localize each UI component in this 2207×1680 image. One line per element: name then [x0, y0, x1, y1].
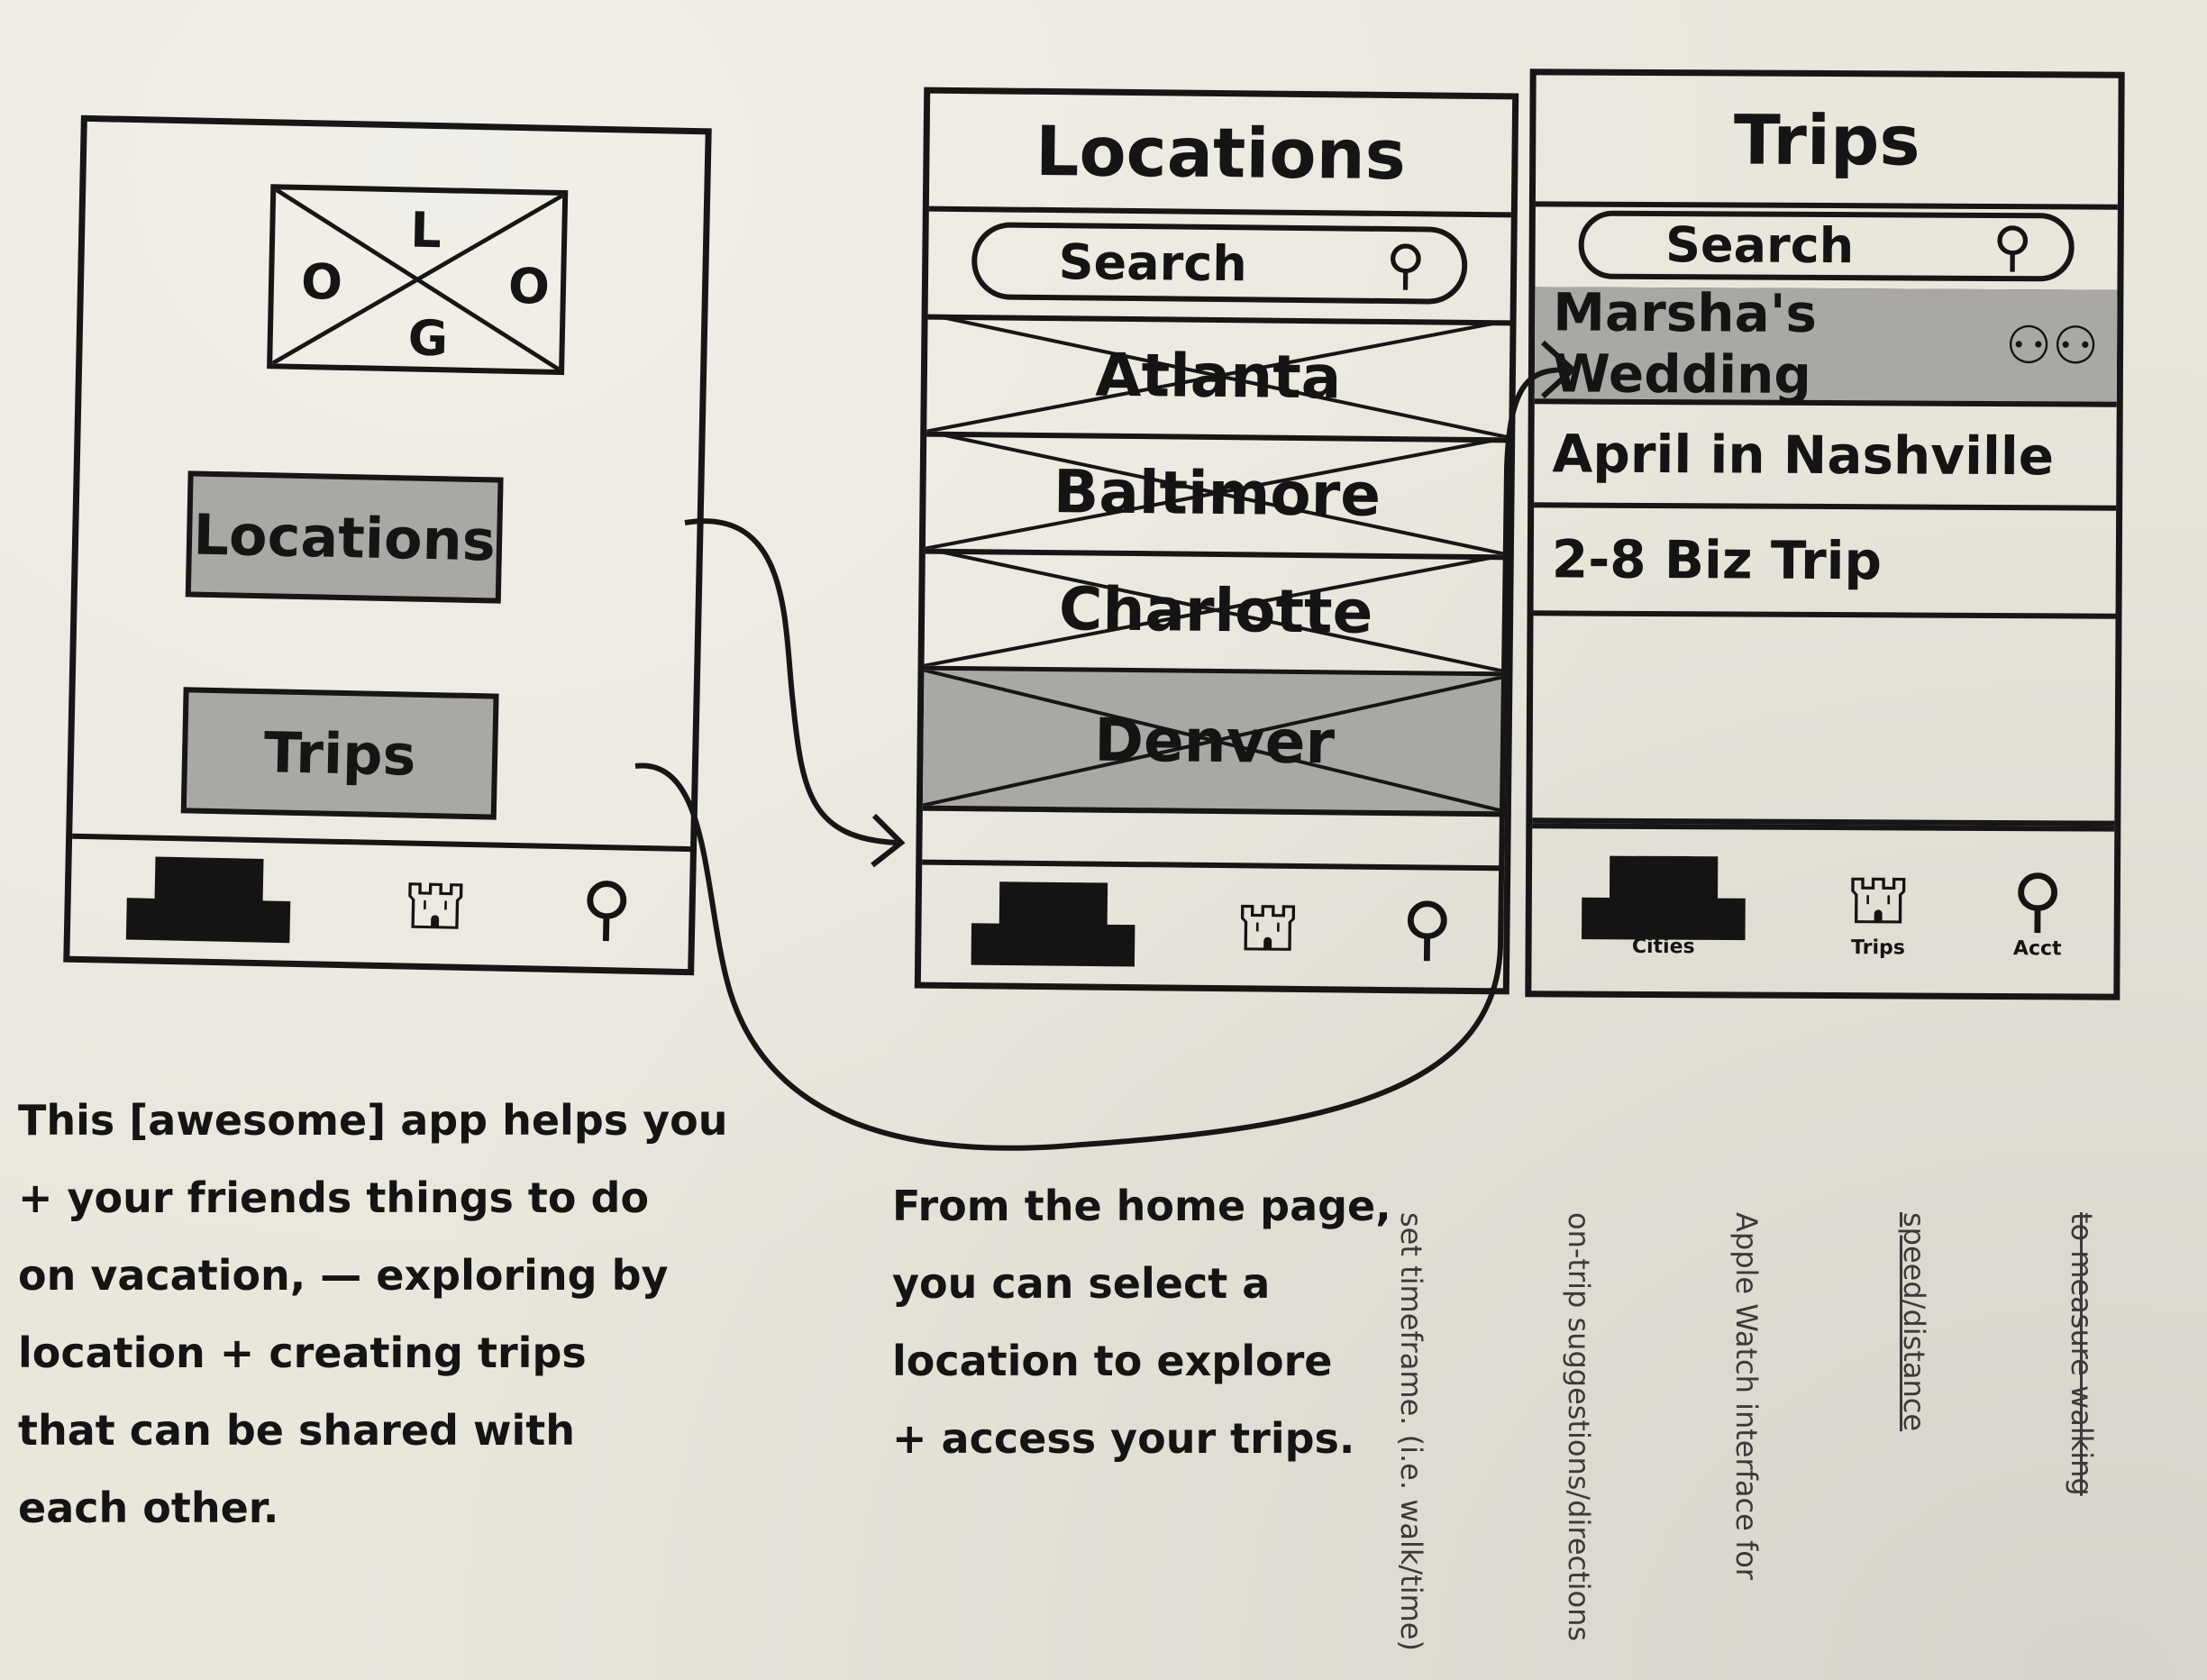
search-placeholder: Search [1664, 216, 1855, 275]
tab-trips[interactable]: ⛫ [1235, 886, 1301, 968]
trip-label: April in Nashville [1552, 422, 2055, 487]
trip-empty-row [1532, 616, 2116, 826]
logo-letter-o-left: O [300, 252, 343, 311]
person-icon: ⚲ [579, 867, 634, 950]
luggage-icon: ⛫ [1235, 886, 1301, 968]
tab-label-trips: Trips [1851, 936, 1905, 959]
trip-item-marshas-wedding[interactable]: Marsha's Wedding ⚇⚇ [1534, 281, 2118, 407]
arrow-head-locations [871, 813, 906, 868]
search-placeholder: Search [1058, 233, 1248, 292]
home-page-note: From the home page, you can select a loc… [892, 1182, 1391, 1463]
trips-search-input[interactable]: Search ⚲ [1578, 210, 2075, 281]
tab-account[interactable]: ⚲ [579, 867, 634, 950]
side-note-line-3: Apple Watch interface for [1729, 1212, 1764, 1580]
trip-label: 2-8 Biz Trip [1551, 528, 1883, 592]
location-item-charlotte[interactable]: Charlotte [924, 548, 1508, 678]
tab-account[interactable]: ⚲ [1400, 888, 1454, 970]
location-label: Denver [1093, 705, 1336, 777]
logo-placeholder: L O O G [267, 184, 569, 376]
city-icon: ▟█▙ [1582, 857, 1746, 940]
search-icon: ⚲ [1385, 233, 1427, 297]
luggage-icon: ⛫ [402, 863, 469, 946]
trips-screen: Trips Search ⚲ Marsha's Wedding ⚇⚇ April… [1525, 68, 2125, 1000]
app-description-note: This [awesome] app helps you + your frie… [18, 1096, 728, 1532]
tab-trips[interactable]: ⛫ Trips [1846, 858, 1911, 959]
luggage-icon: ⛫ [1846, 858, 1911, 941]
person-icon: ⚲ [1400, 888, 1454, 970]
tab-bar: ▟█▙ Cities ⛫ Trips ⚲ Acct [1531, 823, 2115, 994]
tab-bar: ▟█▙ ⛫ ⚲ [69, 833, 691, 970]
city-icon: ▟█▙ [126, 858, 291, 943]
locations-button[interactable]: Locations [185, 470, 504, 604]
tab-cities[interactable]: ▟█▙ Cities [1582, 857, 1746, 958]
locations-search-input[interactable]: Search ⚲ [971, 222, 1468, 305]
side-note-line-1: to measure walking [2065, 1212, 2099, 1496]
tab-bar: ▟█▙ ⛫ ⚲ [920, 859, 1505, 989]
home-screen: L O O G Locations Trips ▟█▙ ⛫ ⚲ [63, 114, 712, 976]
logo-letter-l: L [409, 201, 442, 260]
tab-cities[interactable]: ▟█▙ [971, 883, 1135, 967]
logo-letter-o-right: O [507, 257, 551, 315]
tab-account[interactable]: ⚲ Acct [2011, 859, 2064, 960]
city-icon: ▟█▙ [971, 883, 1135, 967]
tab-trips[interactable]: ⛫ [402, 863, 469, 946]
location-label: Atlanta [1095, 340, 1342, 412]
location-item-atlanta[interactable]: Atlanta [926, 314, 1510, 443]
location-label: Charlotte [1058, 573, 1373, 647]
watch-interface-notes: to measure walking speed/distance Apple … [1394, 1212, 2207, 1651]
location-item-baltimore[interactable]: Baltimore [925, 431, 1509, 561]
trip-label: Marsha's Wedding [1552, 281, 1818, 406]
location-item-denver[interactable]: Denver [922, 670, 1507, 817]
locations-search-row: Search ⚲ [927, 205, 1511, 326]
locations-title: Locations [928, 93, 1513, 218]
side-note-line-5: set timeframe. (i.e. walk/time) [1394, 1212, 1428, 1651]
tab-label-cities: Cities [1631, 935, 1695, 958]
locations-screen: Locations Search ⚲ Atlanta Baltimore Cha… [914, 87, 1519, 995]
arrow-locations-to-list [684, 518, 898, 845]
trip-item-april-in-nashville[interactable]: April in Nashville [1534, 404, 2117, 511]
person-icon: ⚲ [2011, 859, 2064, 941]
logo-cross-icon [272, 189, 563, 370]
logo-letter-g: G [407, 309, 449, 368]
location-label: Baltimore [1053, 456, 1382, 530]
shared-group-icon: ⚇⚇ [2004, 315, 2100, 377]
trips-title: Trips [1535, 75, 2119, 210]
side-note-line-4: on-trip suggestions/directions [1562, 1212, 1596, 1642]
search-icon: ⚲ [1993, 215, 2033, 278]
tab-cities[interactable]: ▟█▙ [126, 858, 291, 943]
side-note-line-2: speed/distance [1897, 1212, 1931, 1432]
tab-label-account: Acct [2012, 936, 2062, 960]
trips-button[interactable]: Trips [180, 687, 499, 820]
trip-item-biz-trip[interactable]: 2-8 Biz Trip [1533, 507, 2117, 619]
